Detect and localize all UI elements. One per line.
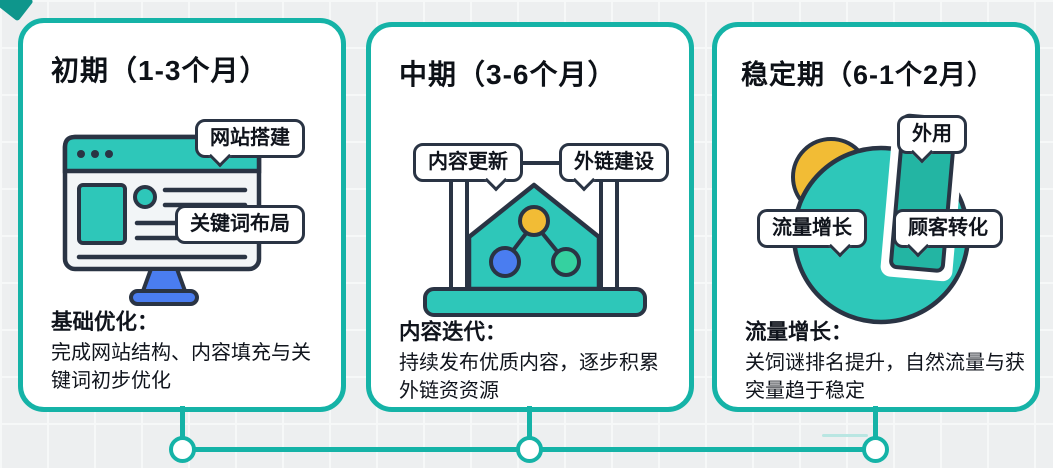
timeline-node (862, 436, 889, 463)
speech-bubble: 外用 (897, 115, 967, 154)
phase-title: 稳定期（6-1个2月） (741, 60, 996, 90)
bubble-label: 内容更新 (428, 151, 508, 173)
phase-card-middle: 中期（3-6个月） 内容更新 外链建设 内容迭代： 持续发布优质内容，逐步积累外… (366, 22, 694, 412)
timeline-accent-line (822, 434, 868, 437)
timeline-stub (527, 406, 532, 450)
bubble-connector-line (521, 161, 567, 165)
phase-summary: 基础优化： 完成网站结构、内容填充与关键词初步优化 (51, 305, 323, 395)
phase-card-stable: 稳定期（6-1个2月） 外用 流量增长 顾客转化 流量增长： 关饲谜排名提升，自… (712, 22, 1040, 412)
bubble-label: 外用 (912, 123, 952, 145)
summary-label: 流量增长： (745, 320, 853, 344)
timeline-stub (180, 406, 185, 450)
summary-label: 内容迭代： (399, 320, 507, 344)
node-yellow (518, 205, 550, 237)
content-circle (133, 185, 157, 209)
speech-bubble: 顾客转化 (893, 209, 1003, 248)
left-post (449, 167, 469, 291)
house-network-illustration (423, 167, 647, 317)
phase-card-initial: 初期（1-3个月） 网站搭建 关键词布局 基 (18, 18, 346, 412)
speech-bubble: 关键词布局 (175, 205, 305, 244)
timeline-node (516, 436, 543, 463)
bubble-label: 顾客转化 (908, 217, 988, 239)
corner-accent-shape (0, 0, 34, 22)
monitor-stand (140, 267, 188, 293)
phase-title: 中期（3-6个月） (399, 59, 617, 90)
bubble-label: 外链建设 (574, 151, 654, 173)
speech-bubble: 内容更新 (413, 143, 523, 182)
phase-title: 初期（1-3个月） (51, 55, 269, 86)
monitor-base (129, 289, 199, 306)
content-block (77, 183, 127, 245)
node-green (551, 247, 581, 277)
phase-summary: 流量增长： 关饲谜排名提升，自然流量与获突量趋于稳定 (745, 315, 1029, 405)
timeline-node (169, 436, 196, 463)
window-dot (91, 150, 99, 158)
phase-summary: 内容迭代： 持续发布优质内容，逐步积累外链资资源 (399, 315, 671, 405)
timeline-stub (873, 406, 878, 450)
summary-description: 持续发布优质内容，逐步积累外链资资源 (399, 352, 659, 402)
summary-description: 完成网站结构、内容填充与关键词初步优化 (51, 342, 311, 392)
bubble-label: 网站搭建 (210, 127, 290, 149)
speech-bubble: 外链建设 (559, 143, 669, 182)
speech-bubble: 网站搭建 (195, 119, 305, 158)
window-dot (77, 150, 85, 158)
summary-description: 关饲谜排名提升，自然流量与获突量趋于稳定 (745, 352, 1025, 402)
speech-bubble: 流量增长 (757, 209, 867, 248)
right-post (599, 167, 619, 291)
base-bar (423, 287, 647, 317)
window-dot (105, 150, 113, 158)
bubble-label: 关键词布局 (190, 213, 290, 235)
bubble-label: 流量增长 (772, 217, 852, 239)
summary-label: 基础优化： (51, 310, 159, 334)
node-blue (489, 246, 521, 278)
